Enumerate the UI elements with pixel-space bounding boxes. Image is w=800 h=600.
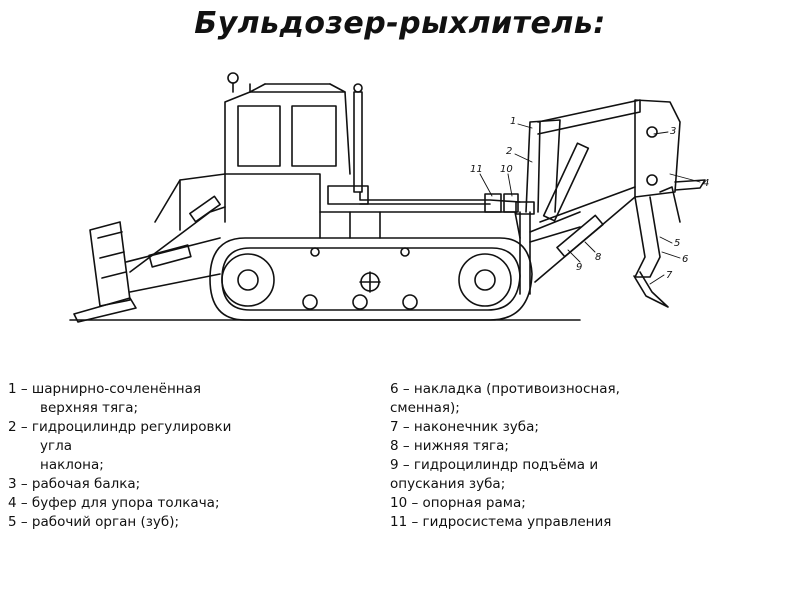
legend-item: 5 – рабочий орган (зуб); bbox=[8, 514, 180, 530]
legend-item: 3 – рабочая балка; bbox=[8, 476, 141, 492]
legend-item: 2 – гидроцилиндр регулировки bbox=[8, 419, 232, 435]
legend-item: сменная); bbox=[390, 400, 460, 416]
legend-item: опускания зуба; bbox=[390, 476, 506, 492]
tractor-body bbox=[154, 173, 521, 239]
callout-11: 11 bbox=[470, 164, 483, 175]
hydraulic-system bbox=[359, 191, 521, 213]
callout-10: 10 bbox=[500, 164, 513, 175]
legend-left: 1 – шарнирно-сочленённая верхняя тяга; 2… bbox=[8, 380, 368, 532]
legend-item: 4 – буфер для упора толкача; bbox=[8, 495, 220, 511]
page-title: Бульдозер-рыхлитель: bbox=[194, 6, 606, 41]
callout-7: 7 bbox=[666, 270, 673, 281]
legend-item: наклона; bbox=[40, 457, 104, 473]
legend-item: 6 – накладка (противоизносная, bbox=[390, 381, 620, 397]
callout-4: 4 bbox=[703, 178, 709, 189]
legend-item: верхняя тяга; bbox=[40, 400, 139, 416]
ripper-linkage bbox=[525, 99, 641, 283]
callout-5: 5 bbox=[674, 238, 680, 249]
ripper-frame bbox=[515, 201, 581, 295]
legend-item: 7 – наконечник зуба; bbox=[390, 419, 539, 435]
callout-9: 9 bbox=[576, 262, 582, 273]
dozer-blade bbox=[73, 195, 226, 323]
bulldozer-ripper-drawing: 1 2 3 4 5 6 7 8 9 10 11 bbox=[60, 62, 750, 362]
callout-1: 1 bbox=[510, 116, 516, 127]
legend-item: 8 – нижняя тяга; bbox=[390, 438, 509, 454]
callout-leaders bbox=[479, 123, 701, 285]
callout-2: 2 bbox=[506, 146, 512, 157]
callout-8: 8 bbox=[595, 252, 601, 263]
ripper-beam-and-tooth bbox=[633, 99, 706, 308]
bulldozer-ripper-svg: 1 2 3 4 5 6 7 8 9 10 11 bbox=[69, 72, 709, 323]
legend-item: 11 – гидросистема управления bbox=[390, 514, 612, 530]
legend-item: 9 – гидроцилиндр подъёма и bbox=[390, 457, 599, 473]
cab bbox=[224, 72, 363, 193]
callout-3: 3 bbox=[670, 126, 676, 137]
legend-item: 10 – опорная рама; bbox=[390, 495, 526, 511]
track-assembly bbox=[209, 237, 533, 321]
callout-6: 6 bbox=[682, 254, 688, 265]
legend-item: угла bbox=[40, 438, 72, 454]
callout-labels: 1 2 3 4 5 6 7 8 9 10 11 bbox=[470, 116, 709, 281]
legend-item: 1 – шарнирно-сочленённая bbox=[8, 381, 202, 397]
legend-right: 6 – накладка (противоизносная, сменная);… bbox=[390, 380, 790, 532]
